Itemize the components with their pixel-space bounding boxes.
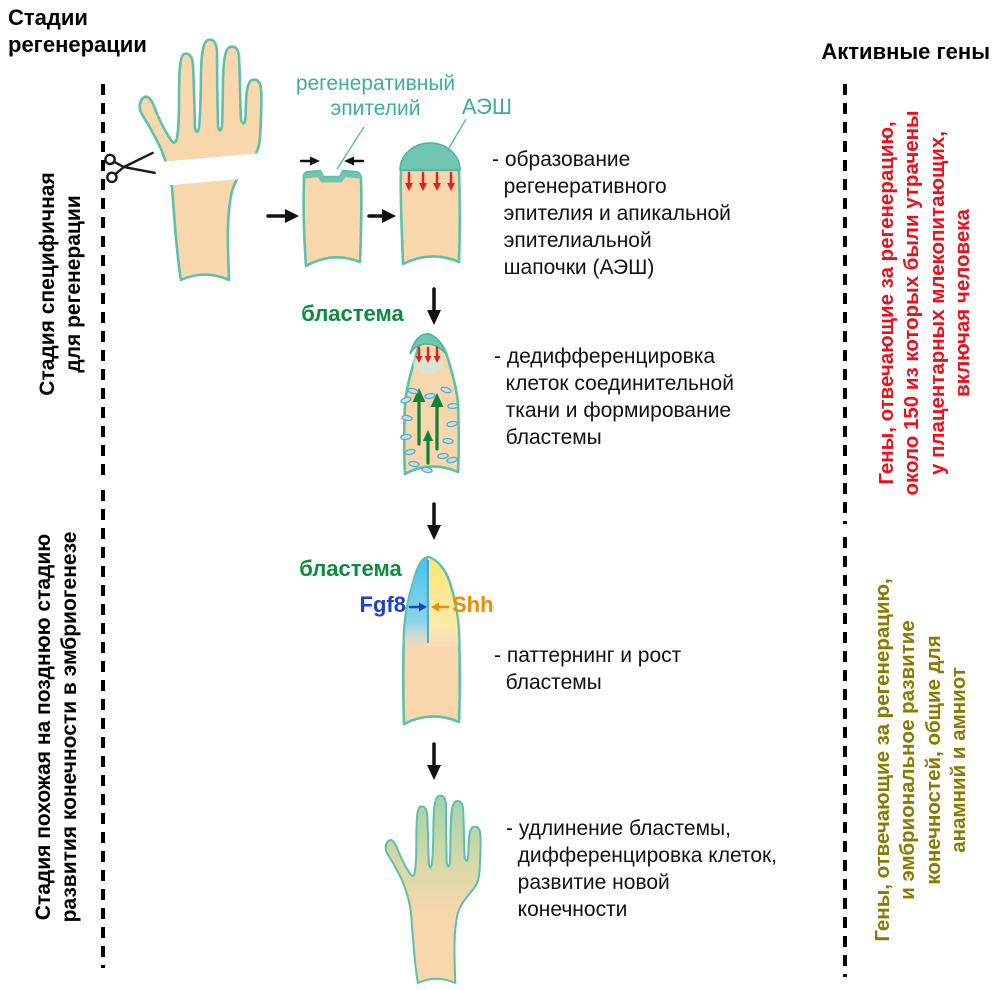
- cap-signal-arrows: [415, 346, 441, 363]
- aec-label-connector: [448, 118, 467, 149]
- stage-label-embryonic-like: Стадия похожая на позднюю стадию развити…: [31, 531, 81, 923]
- aec-dome: [399, 142, 461, 171]
- scissors-icon: [104, 151, 156, 184]
- arrow-right-2: [367, 209, 396, 223]
- down-arrow-2: [427, 502, 441, 540]
- regenerative-epithelium-label: регенеративный эпителий: [295, 72, 456, 120]
- blastema-label-patterning: бластема: [299, 556, 402, 581]
- blastema-aec-cap: [409, 333, 447, 355]
- regenerated-hand-figure: [384, 794, 482, 985]
- wound-stump-figure: [299, 156, 365, 268]
- blastema-figure: [400, 332, 461, 476]
- stage-description-1: - образование регенеративного эпителия и…: [492, 148, 731, 279]
- arrow-right-1: [266, 209, 299, 223]
- shh-label: Shh: [452, 592, 494, 617]
- fgf8-zone: [404, 558, 428, 646]
- dashed-line-right-top: [843, 84, 847, 524]
- regenerative-epithelium-edge: [303, 172, 361, 183]
- patterning-figure: [401, 555, 462, 726]
- cut-band: [147, 152, 265, 188]
- right-column-title: Активные гены: [821, 39, 990, 64]
- down-arrow-1: [427, 287, 441, 325]
- aec-stump-figure: [399, 142, 462, 266]
- stage-description-2: - дедифференцировка клеток соединительно…: [494, 345, 734, 449]
- dedifferentiation-arrows: [412, 388, 444, 465]
- amputated-hand-figure: [104, 38, 265, 282]
- dedifferentiated-cells: [400, 386, 459, 474]
- genes-shared-label: Гены, отвечающие за регенерацию, и эмбри…: [871, 578, 971, 942]
- epithelium-label-connector: [336, 126, 365, 170]
- shh-zone: [428, 558, 459, 646]
- dashed-line-left-top: [101, 84, 105, 480]
- dashed-line-left-bottom: [101, 490, 105, 968]
- fgf8-label: Fgf8: [359, 592, 406, 617]
- aec-label: АЭШ: [461, 94, 513, 119]
- blastema-label-formation: бластема: [301, 301, 404, 326]
- aec-growth-arrows: [405, 171, 455, 191]
- genes-lost-label: Гены, отвечающие за регенерацию, около 1…: [875, 110, 975, 496]
- stage-label-regeneration-specific: Стадия специфичная для регенерации: [35, 172, 85, 396]
- stage-description-3: - паттернинг и рост бластемы: [494, 644, 682, 694]
- dashed-line-right-bottom: [843, 537, 847, 977]
- down-arrow-3: [427, 742, 441, 780]
- stage-description-4: - удлинение бластемы, дифференцировка кл…: [506, 817, 778, 921]
- left-column-title: Стадии регенерации: [8, 5, 147, 57]
